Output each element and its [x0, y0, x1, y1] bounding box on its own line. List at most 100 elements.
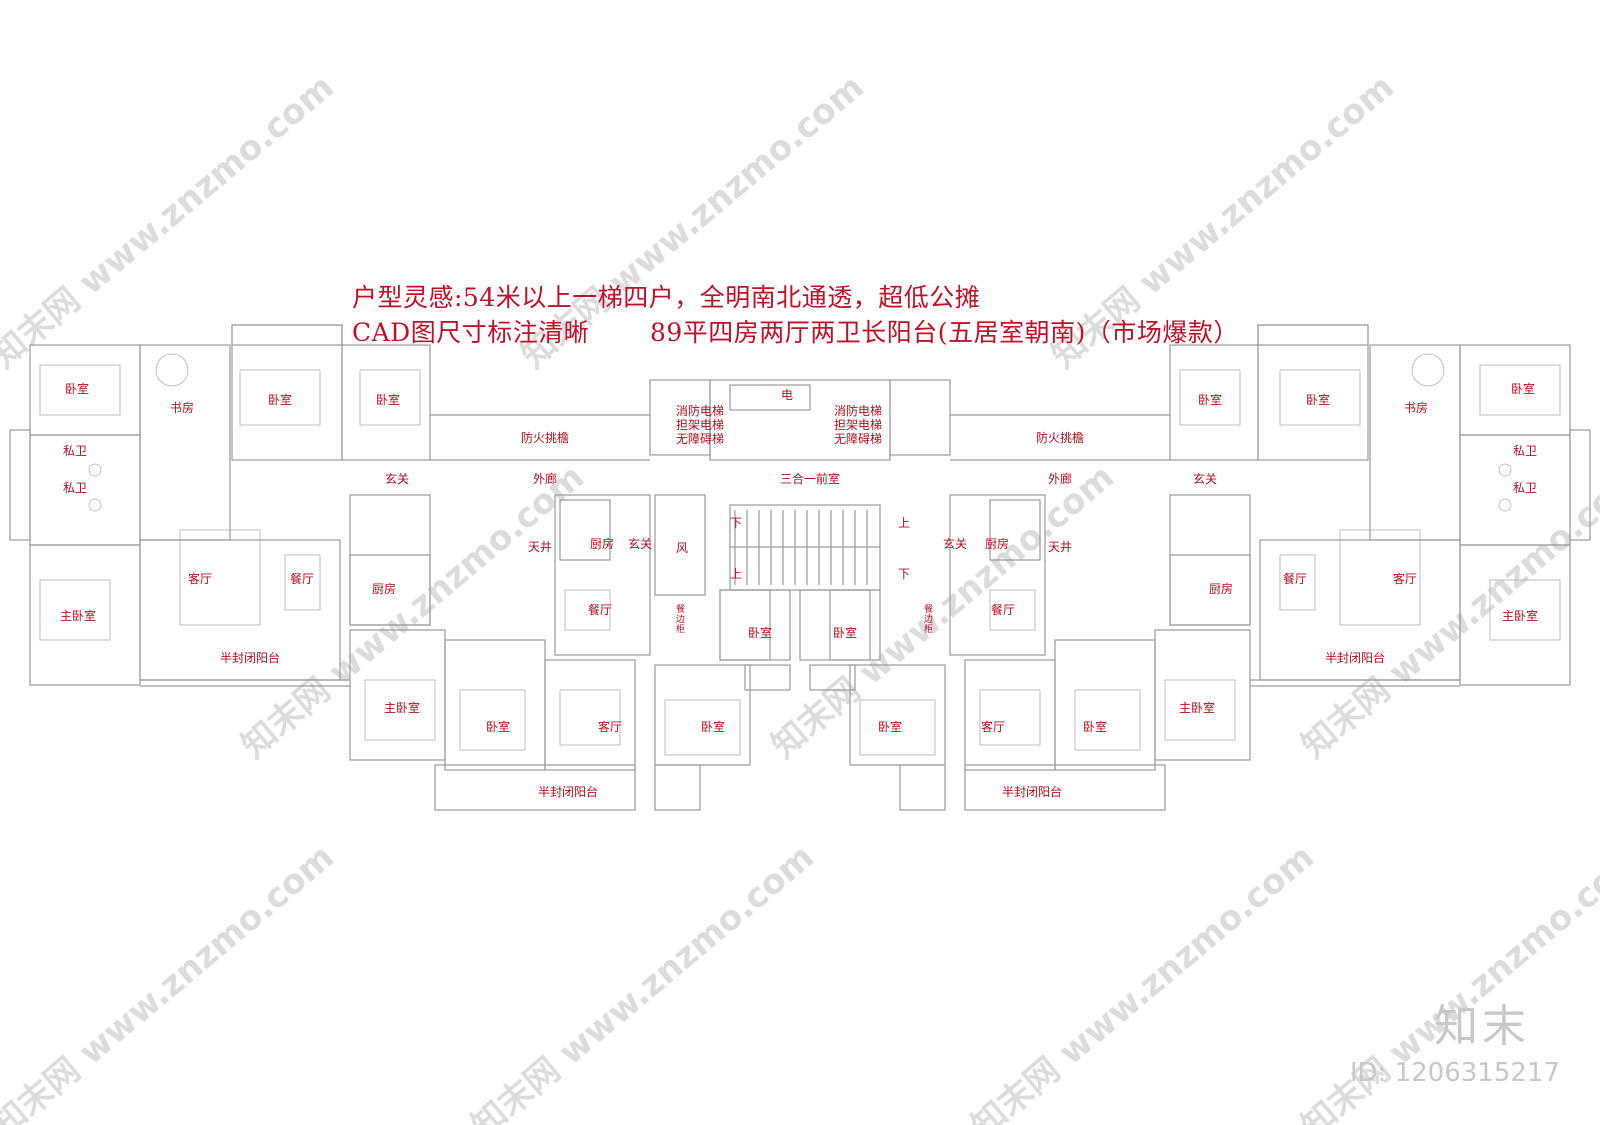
label-dining-2: 餐厅	[588, 602, 612, 617]
label-foyer-3: 玄关	[943, 536, 967, 551]
wall-kitchen	[1169, 554, 1251, 626]
wall-bedroom-5	[654, 664, 751, 766]
wall-kitchen-dining	[554, 494, 651, 656]
label-kitchen-2: 厨房	[590, 536, 614, 551]
label-bedroom-10: 卧室	[1511, 381, 1535, 396]
label-bedroom-1: 卧室	[65, 381, 89, 396]
wall-foyer-bath	[1169, 494, 1251, 626]
bed	[459, 689, 526, 751]
label-lightwell-2: 天井	[1048, 540, 1072, 554]
label-fire-eave-2: 防火挑檐	[1036, 430, 1084, 445]
wall-core-bedroom-r	[799, 589, 871, 661]
wall-layer	[9, 324, 1591, 811]
label-foyer-2: 玄关	[628, 536, 652, 551]
label-electric: 电	[781, 388, 793, 402]
watermark-text: 知末网 www.znzmo.com	[464, 837, 822, 1125]
image-id: ID: 1206315217	[1349, 1058, 1560, 1088]
label-fire-eave-1: 防火挑檐	[521, 430, 569, 445]
label-stair-down-2: 下	[898, 567, 910, 581]
label-half-balcony-4: 半封闭阳台	[1325, 650, 1385, 665]
watermark-text: 知末网 www.znzmo.com	[234, 457, 592, 766]
fixture-toilet	[88, 463, 102, 477]
wall-living-2	[964, 659, 1056, 771]
sofa	[979, 689, 1041, 746]
fixture-toilet	[1498, 498, 1512, 512]
wall-study	[1369, 344, 1461, 541]
wall-bedroom-3	[1169, 344, 1259, 461]
bed	[1179, 369, 1241, 426]
label-living-1: 客厅	[188, 571, 212, 586]
brand-logo-text: 知末	[1434, 1001, 1530, 1052]
label-stair-up-2: 上	[898, 516, 910, 530]
wall-bedroom-5	[849, 664, 946, 766]
label-living-3: 客厅	[981, 719, 1005, 734]
wall-balcony-s	[434, 764, 636, 811]
label-sideboard-left: 餐边柜	[676, 603, 685, 635]
wall-bay-core	[809, 664, 856, 691]
label-outer-corridor-2: 外廊	[1048, 471, 1072, 486]
title-line-1: 户型灵感:54米以上一梯四户，全明南北通透，超低公摊	[352, 283, 981, 312]
title-line-2a: CAD图尺寸标注清晰	[352, 318, 590, 347]
label-study-1: 书房	[170, 400, 194, 415]
bed	[364, 679, 436, 741]
wall-balcony-s	[964, 764, 1166, 811]
wall-bedroom-core	[719, 589, 771, 661]
label-wind: 风	[676, 541, 688, 555]
wall-master-bedroom-2	[1154, 629, 1251, 761]
label-master-bedroom-2: 主卧室	[384, 700, 420, 715]
fixture-table	[155, 353, 189, 387]
bed	[39, 579, 111, 641]
bed	[359, 369, 421, 426]
furniture-layer	[39, 353, 1561, 756]
wall-bay-s	[899, 764, 946, 811]
label-private-bath-4: 私卫	[1513, 481, 1537, 495]
label-study-2: 书房	[1404, 400, 1428, 415]
label-foyer-1: 玄关	[385, 471, 409, 486]
label-private-bath-1: 私卫	[63, 444, 87, 458]
label-elevator-right: 消防电梯担架电梯无障碍梯	[834, 403, 882, 446]
bed	[664, 699, 741, 756]
wall-bay-window	[231, 324, 343, 346]
wall-kitchen-2	[989, 499, 1041, 561]
label-bedroom-2: 卧室	[268, 392, 292, 407]
watermark-text: 知末网 www.znzmo.com	[964, 837, 1322, 1125]
wall-kitchen-dining	[949, 494, 1046, 656]
label-bedroom-5: 卧室	[701, 719, 725, 734]
wall-window	[1569, 429, 1591, 541]
label-living-2: 客厅	[598, 719, 622, 734]
label-master-bedroom-4: 主卧室	[1502, 608, 1538, 623]
room-label-layer: 卧室书房卧室卧室私卫私卫主卧室客厅餐厅半封闭阳台防火挑檐玄关外廊厨房天井厨房玄关…	[60, 381, 1538, 799]
label-dining-4: 餐厅	[1283, 571, 1307, 586]
label-half-balcony-2: 半封闭阳台	[538, 784, 598, 799]
label-bedroom-4: 卧室	[486, 719, 510, 734]
dining-table	[284, 554, 321, 611]
bed	[239, 369, 321, 426]
sofa-set	[179, 529, 261, 626]
label-bedroom-6: 卧室	[878, 719, 902, 734]
wall-bay-s	[654, 764, 701, 811]
title-line-2b: 89平四房两厅两卫长阳台(五居室朝南)（市场爆款）	[650, 318, 1239, 347]
wall-core-top	[709, 379, 891, 461]
label-dining-3: 餐厅	[991, 602, 1015, 617]
watermark-text: 知末网 www.znzmo.com	[764, 457, 1122, 766]
dining-table	[989, 589, 1036, 631]
label-half-balcony-1: 半封闭阳台	[220, 650, 280, 665]
label-bedroom-core-r: 卧室	[833, 625, 857, 640]
label-lobby: 三合一前室	[780, 471, 840, 486]
label-private-bath-3: 私卫	[1513, 444, 1537, 458]
fixture-toilet	[1498, 463, 1512, 477]
bed	[1279, 369, 1361, 426]
label-master-bedroom-1: 主卧室	[60, 608, 96, 623]
dining-table	[564, 589, 611, 631]
label-half-balcony-3: 半封闭阳台	[1002, 784, 1062, 799]
label-outer-corridor-1: 外廊	[533, 471, 557, 486]
wall-bay-window	[1257, 324, 1369, 346]
wall-bay-core	[744, 664, 791, 691]
label-bedroom-8: 卧室	[1198, 392, 1222, 407]
watermark-text: 知末网 www.znzmo.com	[0, 837, 342, 1125]
bed	[1489, 579, 1561, 641]
fixture-toilet	[88, 498, 102, 512]
label-foyer-4: 玄关	[1193, 471, 1217, 486]
wall-kitchen	[349, 554, 431, 626]
